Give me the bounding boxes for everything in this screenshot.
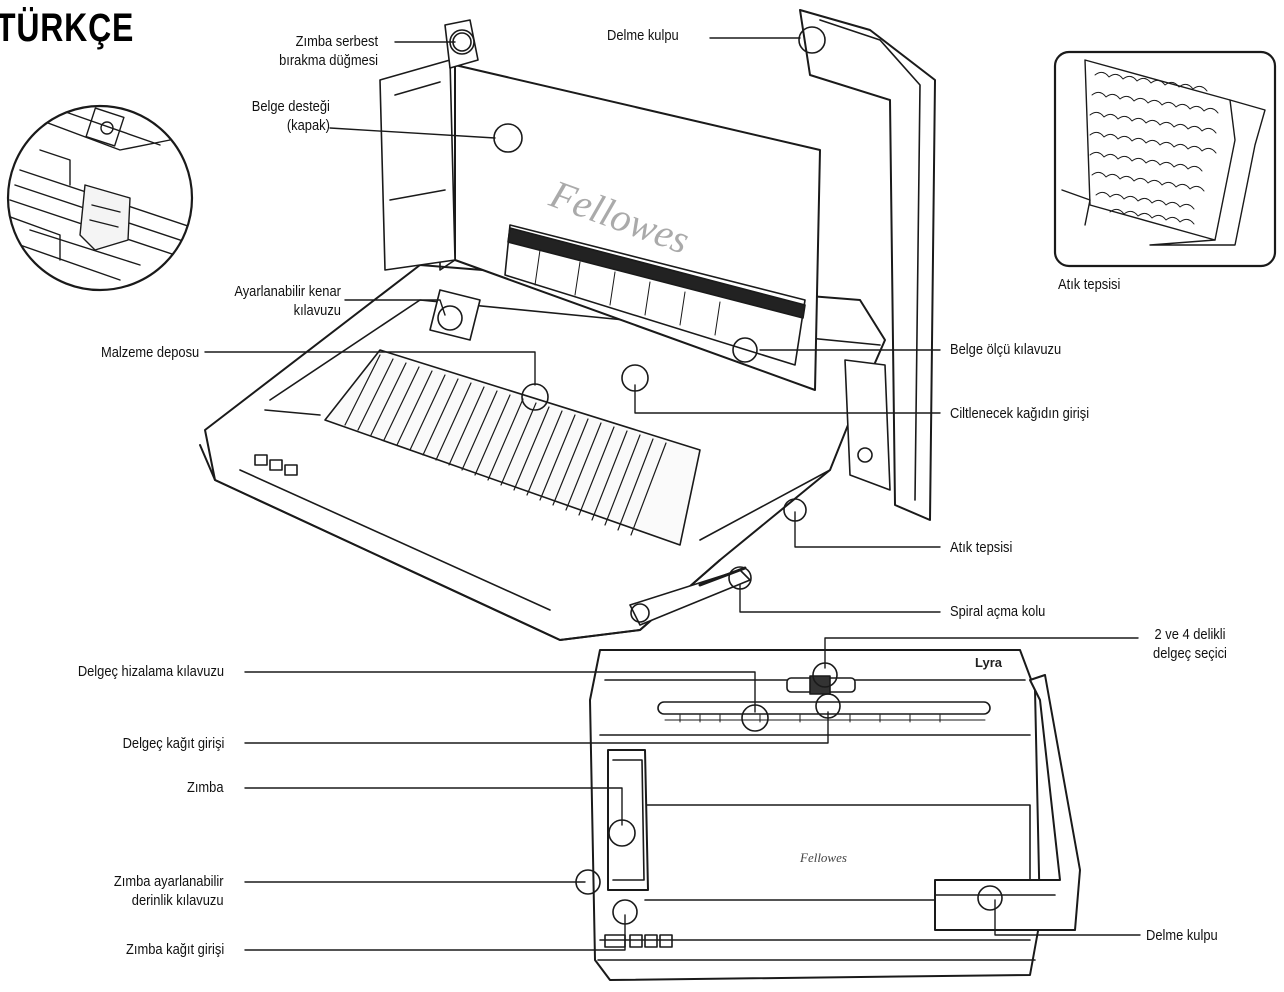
stapler-detail-inset bbox=[6, 104, 194, 292]
brand-logo-bottom: Fellowes bbox=[800, 850, 847, 865]
label-spiral-lever: Spiral açma kolu bbox=[950, 603, 1046, 620]
label-binding-paper-entry: Ciltlenecek kağıdın girişi bbox=[950, 405, 1090, 422]
label-stapler-paper-entry: Zımba kağıt girişi bbox=[125, 941, 224, 958]
label-punch-alignment-guide: Delgeç hizalama kılavuzu bbox=[77, 663, 224, 680]
label-punch-handle-bottom: Delme kulpu bbox=[1146, 927, 1218, 944]
waste-tray-inset bbox=[1053, 50, 1277, 268]
callout-circles bbox=[437, 26, 1003, 925]
label-waste-tray: Atık tepsisi bbox=[950, 539, 1013, 556]
binding-machine-illustration bbox=[199, 9, 936, 641]
label-document-size-guide: Belge ölçü kılavuzu bbox=[950, 341, 1062, 358]
binding-machine-top-view bbox=[589, 649, 1081, 981]
model-name: Lyra bbox=[975, 655, 1002, 670]
label-material-storage: Malzeme deposu bbox=[100, 344, 199, 361]
label-punch-paper-entry: Delgeç kağıt girişi bbox=[122, 735, 224, 752]
label-stapler: Zımba bbox=[187, 779, 224, 796]
callout-lines bbox=[204, 37, 1141, 951]
label-document-support: Belge desteği(kapak) bbox=[251, 98, 330, 134]
label-punch-handle-top: Delme kulpu bbox=[607, 27, 679, 44]
label-waste-tray-inset: Atık tepsisi bbox=[1058, 276, 1121, 293]
page-title: TÜRKÇE bbox=[0, 6, 135, 50]
